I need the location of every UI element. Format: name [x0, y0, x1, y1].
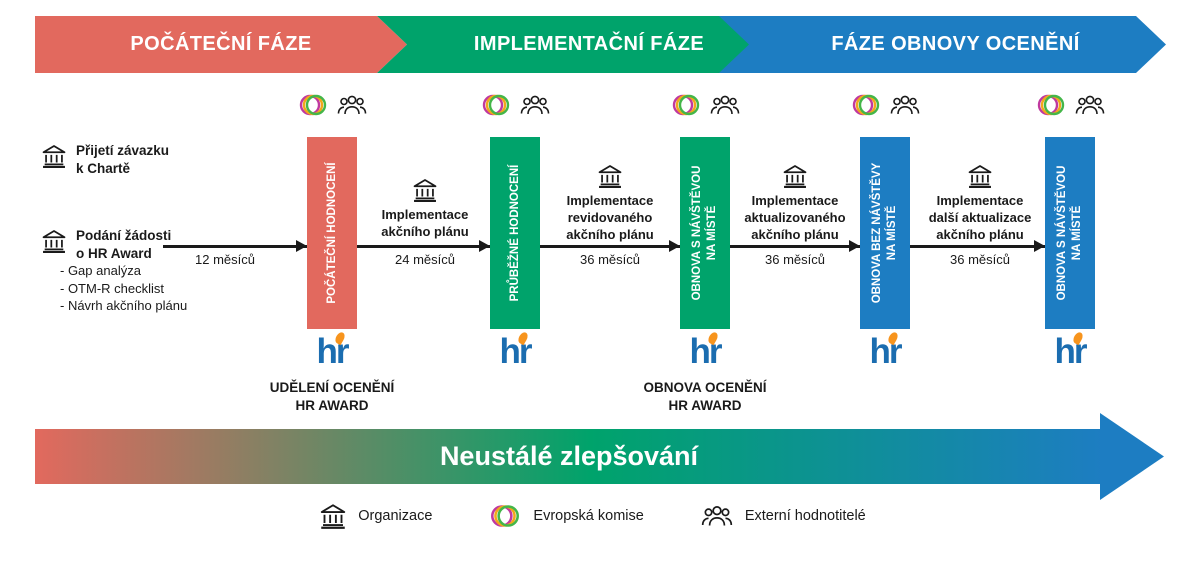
legend: Organizace Evropská komise Externí hodno… — [0, 501, 1184, 531]
legend-item-organization: Organizace — [318, 501, 432, 531]
hr-award-logo: hr — [862, 330, 908, 376]
milestone-label: OBNOVA S NÁVŠTĚVOU NA MÍSTĚ — [691, 165, 718, 301]
interval-implementation-1: Implementace akčního plánu — [340, 176, 510, 241]
ec-circles-icon — [669, 92, 703, 118]
timeline-arrowhead — [669, 240, 680, 252]
ec-circles-icon — [296, 92, 330, 118]
timeline-arrowhead — [849, 240, 860, 252]
legend-item-european-commission: Evropská komise — [487, 502, 644, 530]
ec-circles-icon — [1034, 92, 1068, 118]
award-renewal-label: OBNOVA OCENĚNÍ HR AWARD — [643, 380, 767, 414]
interval-label: Implementace akčního plánu — [381, 207, 469, 239]
evaluators-people-icon — [708, 92, 742, 118]
ec-circles-icon — [479, 92, 513, 118]
phase-banner-initial: POČÁTEČNÍ FÁZE — [35, 16, 407, 73]
organization-building-icon — [596, 162, 624, 190]
milestone-label: OBNOVA S NÁVŠTĚVOU NA MÍSTĚ — [1056, 165, 1083, 301]
organization-building-icon — [966, 162, 994, 190]
duration-label-3: 36 měsíců — [580, 252, 640, 267]
milestone-label: POČÁTEČNÍ HODNOCENÍ — [325, 162, 338, 304]
duration-label-1: 12 měsíců — [195, 252, 255, 267]
hr-logo-text: hr — [499, 332, 533, 371]
commitment-label: Přijetí závazku k Chartě — [76, 143, 170, 176]
building-icon — [318, 501, 348, 531]
milestone-bar-renewal-no-visit: OBNOVA BEZ NÁVŠTĚVY NA MÍSTĚ — [860, 137, 910, 329]
application-label: Podání žádosti o HR Award — [76, 228, 172, 261]
hr-award-logo: hr — [309, 330, 355, 376]
interval-implementation-3: Implementace aktualizovaného akčního plá… — [710, 162, 880, 244]
milestone-bar-renewal-site-visit: OBNOVA S NÁVŠTĚVOU NA MÍSTĚ — [680, 137, 730, 329]
milestone-actors-5 — [1032, 92, 1108, 118]
hr-award-logo: hr — [1047, 330, 1093, 376]
milestone-bar-initial-assessment: POČÁTEČNÍ HODNOCENÍ — [307, 137, 357, 329]
continuous-improvement-arrowhead — [1100, 413, 1164, 500]
ec-circles-icon — [849, 92, 883, 118]
milestone-actors-3 — [667, 92, 743, 118]
milestone-actors-2 — [477, 92, 553, 118]
phase-label-renewal: FÁZE OBNOVY OCENĚNÍ — [831, 33, 1080, 55]
interval-label: Implementace aktualizovaného akčního plá… — [744, 193, 846, 242]
phase-banner-implementation: IMPLEMENTAČNÍ FÁZE — [377, 16, 775, 73]
duration-label-2: 24 měsíců — [395, 252, 455, 267]
interval-label: Implementace další aktualizace akčního p… — [928, 193, 1032, 242]
people-icon — [699, 502, 735, 530]
continuous-improvement-label: Neustálé zlepšování — [439, 441, 699, 471]
milestone-label: PRŮBĚŽNÉ HODNOCENÍ — [508, 164, 521, 302]
application-items: - Gap analýza - OTM-R checklist - Návrh … — [60, 263, 188, 314]
legend-item-external-evaluators: Externí hodnotitelé — [699, 502, 866, 530]
phase-label-initial: POČÁTEČNÍ FÁZE — [130, 33, 312, 55]
milestone-bar-interim-assessment: PRŮBĚŽNÉ HODNOCENÍ — [490, 137, 540, 329]
hr-logo-text: hr — [689, 332, 723, 371]
milestone-actors-1 — [294, 92, 370, 118]
hr-logo-text: hr — [316, 332, 350, 371]
milestone-label: OBNOVA BEZ NÁVŠTĚVY NA MÍSTĚ — [871, 162, 898, 304]
phase-label-implementation: IMPLEMENTAČNÍ FÁZE — [473, 33, 705, 55]
milestone-actors-4 — [847, 92, 923, 118]
hr-award-logo: hr — [682, 330, 728, 376]
evaluators-people-icon — [335, 92, 369, 118]
timeline-line — [163, 245, 1068, 248]
organization-building-icon — [781, 162, 809, 190]
evaluators-people-icon — [888, 92, 922, 118]
timeline-arrowhead — [1034, 240, 1045, 252]
award-grant-label: UDĚLENÍ OCENĚNÍ HR AWARD — [269, 380, 395, 414]
circles-icon — [487, 502, 523, 530]
interval-label: Implementace revidovaného akčního plánu — [566, 193, 654, 242]
organization-building-icon — [411, 176, 439, 204]
duration-label-5: 36 měsíců — [950, 252, 1010, 267]
continuous-improvement-arrow: Neustálé zlepšování — [35, 429, 1103, 484]
legend-label-external-evaluators: Externí hodnotitelé — [744, 508, 866, 524]
hr-logo-text: hr — [869, 332, 903, 371]
hr-logo-text: hr — [1054, 332, 1088, 371]
evaluators-people-icon — [518, 92, 552, 118]
evaluators-people-icon — [1073, 92, 1107, 118]
organization-building-icon — [40, 227, 68, 255]
interval-implementation-4: Implementace další aktualizace akčního p… — [895, 162, 1065, 244]
timeline-arrowhead — [479, 240, 490, 252]
hr-award-logo: hr — [492, 330, 538, 376]
legend-label-organization: Organizace — [358, 508, 433, 524]
timeline-arrowhead — [296, 240, 307, 252]
legend-label-european-commission: Evropská komise — [533, 508, 644, 524]
duration-label-4: 36 měsíců — [765, 252, 825, 267]
phase-banner-renewal: FÁZE OBNOVY OCENĚNÍ — [719, 16, 1166, 73]
interval-implementation-2: Implementace revidovaného akčního plánu — [525, 162, 695, 244]
organization-building-icon — [40, 142, 68, 170]
milestone-bar-renewal-site-visit-2: OBNOVA S NÁVŠTĚVOU NA MÍSTĚ — [1045, 137, 1095, 329]
